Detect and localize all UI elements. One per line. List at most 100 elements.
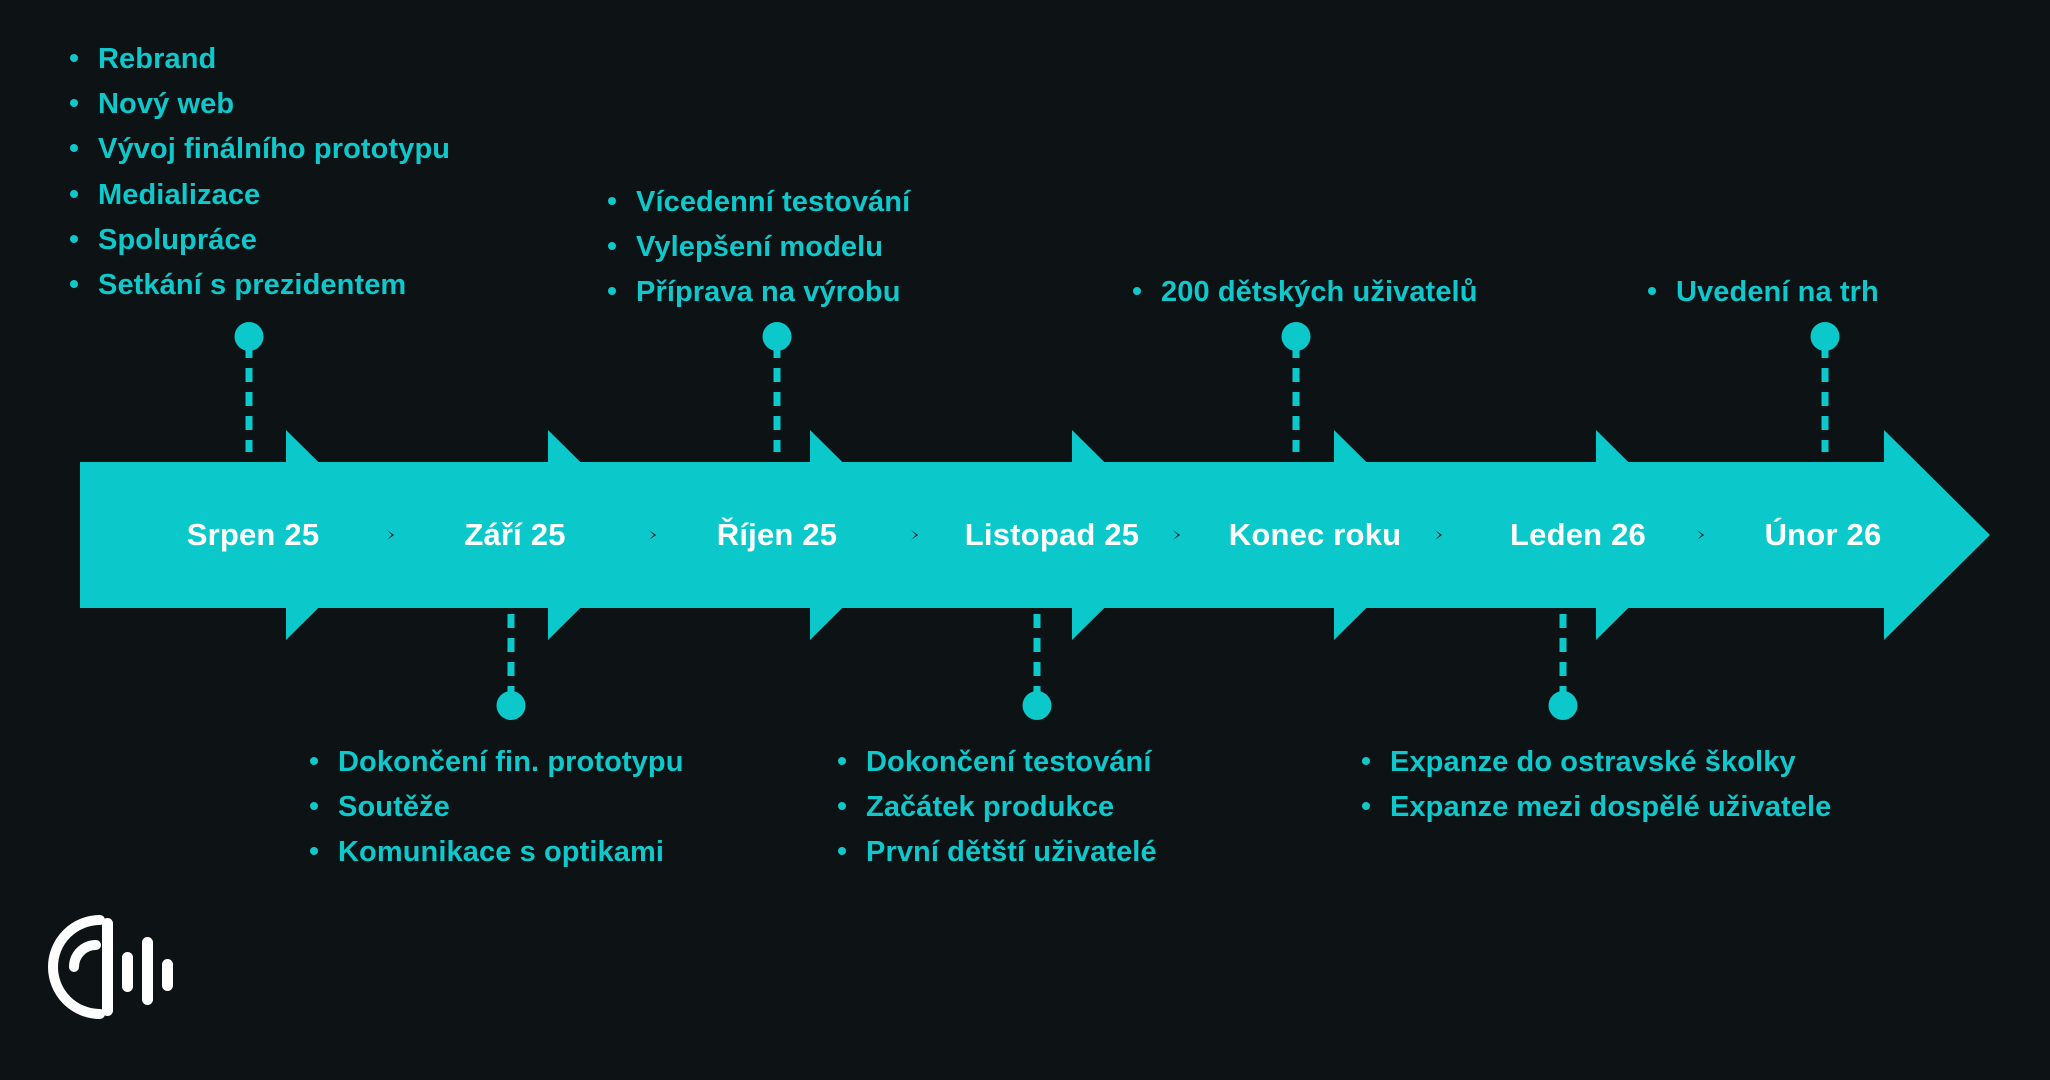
connector-above-unor-26 bbox=[1810, 322, 1839, 452]
logo-bar-4 bbox=[162, 959, 173, 991]
bullet-dot-icon bbox=[1362, 802, 1370, 811]
annotation-text: Začátek produkce bbox=[866, 791, 1115, 824]
annotation-group-above-konec-roku: 200 dětských uživatelů bbox=[1133, 275, 1478, 320]
connector-dashed-line bbox=[1559, 590, 1566, 698]
logo-outer-arc bbox=[48, 915, 105, 1019]
timeline-arrow-svg bbox=[80, 430, 1990, 640]
bullet-dot-icon bbox=[70, 54, 78, 62]
list-item: Spolupráce bbox=[70, 223, 450, 257]
list-item: Začátek produkce bbox=[838, 790, 1157, 824]
list-item: Dokončení fin. prototypu bbox=[310, 745, 684, 779]
logo-inner-arc bbox=[69, 940, 101, 972]
bullet-dot-icon bbox=[838, 802, 846, 811]
list-item: Vícedenní testování bbox=[608, 185, 910, 219]
connector-above-konec-roku bbox=[1281, 322, 1310, 452]
timeline-arrow-rijen-25[interactable] bbox=[550, 430, 916, 640]
timeline-arrow-unor-26[interactable] bbox=[1598, 430, 1990, 640]
brand-logo-mark bbox=[48, 915, 173, 1019]
connector-above-srpen-25 bbox=[234, 322, 263, 452]
bullet-dot-icon bbox=[1648, 287, 1656, 295]
list-item: Expanze do ostravské školky bbox=[1362, 745, 1831, 779]
connector-dashed-line bbox=[245, 344, 252, 452]
bullet-dot-icon bbox=[608, 242, 616, 251]
connector-below-listopad-25 bbox=[1022, 590, 1051, 720]
timeline-label-listopad-25: Listopad 25 bbox=[964, 517, 1140, 552]
connector-dashed-line bbox=[1821, 344, 1828, 452]
connector-dashed-line bbox=[1033, 590, 1040, 698]
bullet-dot-icon bbox=[608, 197, 616, 205]
logo-bar-1 bbox=[102, 918, 113, 1016]
list-item: Příprava na výrobu bbox=[608, 275, 910, 309]
bullet-dot-icon bbox=[1362, 757, 1370, 765]
timeline-arrow-srpen-25[interactable] bbox=[80, 430, 392, 640]
timeline-label-srpen-25: Srpen 25 bbox=[186, 517, 320, 552]
logo-bar-2 bbox=[122, 952, 133, 992]
timeline-label-rijen-25: Říjen 25 bbox=[716, 517, 838, 552]
annotation-text: Nový web bbox=[98, 88, 235, 121]
timeline-arrows: Srpen 25 Září 25 Říjen 25 Listopad 25 Ko… bbox=[0, 430, 2050, 640]
annotation-text: Soutěže bbox=[338, 791, 450, 824]
list-item: Nový web bbox=[70, 87, 450, 121]
list-item: Expanze mezi dospělé uživatele bbox=[1362, 790, 1831, 824]
timeline-label-zari-25: Září 25 bbox=[464, 517, 566, 552]
list-item: První dětští uživatelé bbox=[838, 835, 1157, 869]
timeline-label-unor-26: Únor 26 bbox=[1764, 517, 1882, 552]
list-item: Vylepšení modelu bbox=[608, 230, 910, 264]
connector-above-rijen-25 bbox=[762, 322, 791, 452]
connector-below-zari-25 bbox=[496, 590, 525, 720]
connector-dashed-line bbox=[1292, 344, 1299, 452]
connector-dot-icon bbox=[1548, 691, 1577, 720]
list-item: Vývoj finálního prototypu bbox=[70, 132, 450, 166]
annotation-group-above-unor-26: Uvedení na trh bbox=[1648, 275, 1879, 320]
list-item: Soutěže bbox=[310, 790, 684, 824]
timeline-label-konec-roku: Konec roku bbox=[1228, 517, 1402, 552]
annotation-text: Dokončení testování bbox=[866, 746, 1152, 778]
bullet-dot-icon bbox=[70, 189, 78, 198]
connector-dot-icon bbox=[1022, 691, 1051, 720]
connector-dashed-line bbox=[773, 344, 780, 452]
timeline-arrow-listopad-25[interactable] bbox=[812, 430, 1178, 640]
list-item: Setkání s prezidentem bbox=[70, 268, 450, 302]
annotation-group-below-listopad-25: Dokončení testování Začátek produkce Prv… bbox=[838, 745, 1157, 881]
annotation-text: 200 dětských uživatelů bbox=[1161, 276, 1478, 308]
annotation-text: Setkání s prezidentem bbox=[98, 269, 407, 302]
bullet-dot-icon bbox=[70, 144, 78, 153]
annotation-text: Vývoj finálního prototypu bbox=[98, 133, 451, 166]
list-item: Medializace bbox=[70, 178, 450, 212]
annotation-text: Medializace bbox=[98, 178, 261, 211]
bullet-dot-icon bbox=[838, 847, 846, 856]
logo-bar-3 bbox=[142, 937, 153, 1005]
annotation-text: Příprava na výrobu bbox=[636, 276, 901, 309]
list-item: Rebrand bbox=[70, 42, 450, 76]
timeline-arrow-konec-roku[interactable] bbox=[1074, 430, 1440, 640]
bullet-dot-icon bbox=[1133, 287, 1141, 295]
bullet-dot-icon bbox=[310, 847, 318, 856]
annotation-group-above-rijen-25: Vícedenní testování Vylepšení modelu Pří… bbox=[608, 185, 910, 321]
bullet-dot-icon bbox=[70, 99, 78, 108]
annotation-group-below-zari-25: Dokončení fin. prototypu Soutěže Komunik… bbox=[310, 745, 684, 881]
timeline-arrow-zari-25[interactable] bbox=[288, 430, 654, 640]
annotation-text: Expanze mezi dospělé uživatele bbox=[1390, 791, 1832, 824]
bullet-dot-icon bbox=[838, 757, 846, 765]
annotation-group-above-srpen-25: Rebrand Nový web Vývoj finálního prototy… bbox=[70, 42, 450, 313]
timeline-arrow-leden-26[interactable] bbox=[1336, 430, 1702, 640]
annotation-text: Vícedenní testování bbox=[636, 186, 911, 218]
list-item: 200 dětských uživatelů bbox=[1133, 275, 1478, 309]
annotation-text: Vylepšení modelu bbox=[636, 231, 884, 264]
annotation-text: Rebrand bbox=[98, 43, 217, 75]
bullet-dot-icon bbox=[608, 287, 616, 296]
list-item: Dokončení testování bbox=[838, 745, 1157, 779]
bullet-dot-icon bbox=[310, 802, 318, 811]
connector-dot-icon bbox=[496, 691, 525, 720]
list-item: Komunikace s optikami bbox=[310, 835, 684, 869]
brand-logo bbox=[42, 912, 182, 1022]
bullet-dot-icon bbox=[310, 757, 318, 765]
timeline-label-leden-26: Leden 26 bbox=[1510, 517, 1646, 552]
annotation-group-below-leden-26: Expanze do ostravské školky Expanze mezi… bbox=[1362, 745, 1831, 835]
bullet-dot-icon bbox=[70, 234, 78, 243]
connector-dashed-line bbox=[507, 590, 514, 698]
annotation-text: Spolupráce bbox=[98, 223, 257, 256]
annotation-text: První dětští uživatelé bbox=[866, 836, 1157, 869]
bullet-dot-icon bbox=[70, 280, 78, 289]
